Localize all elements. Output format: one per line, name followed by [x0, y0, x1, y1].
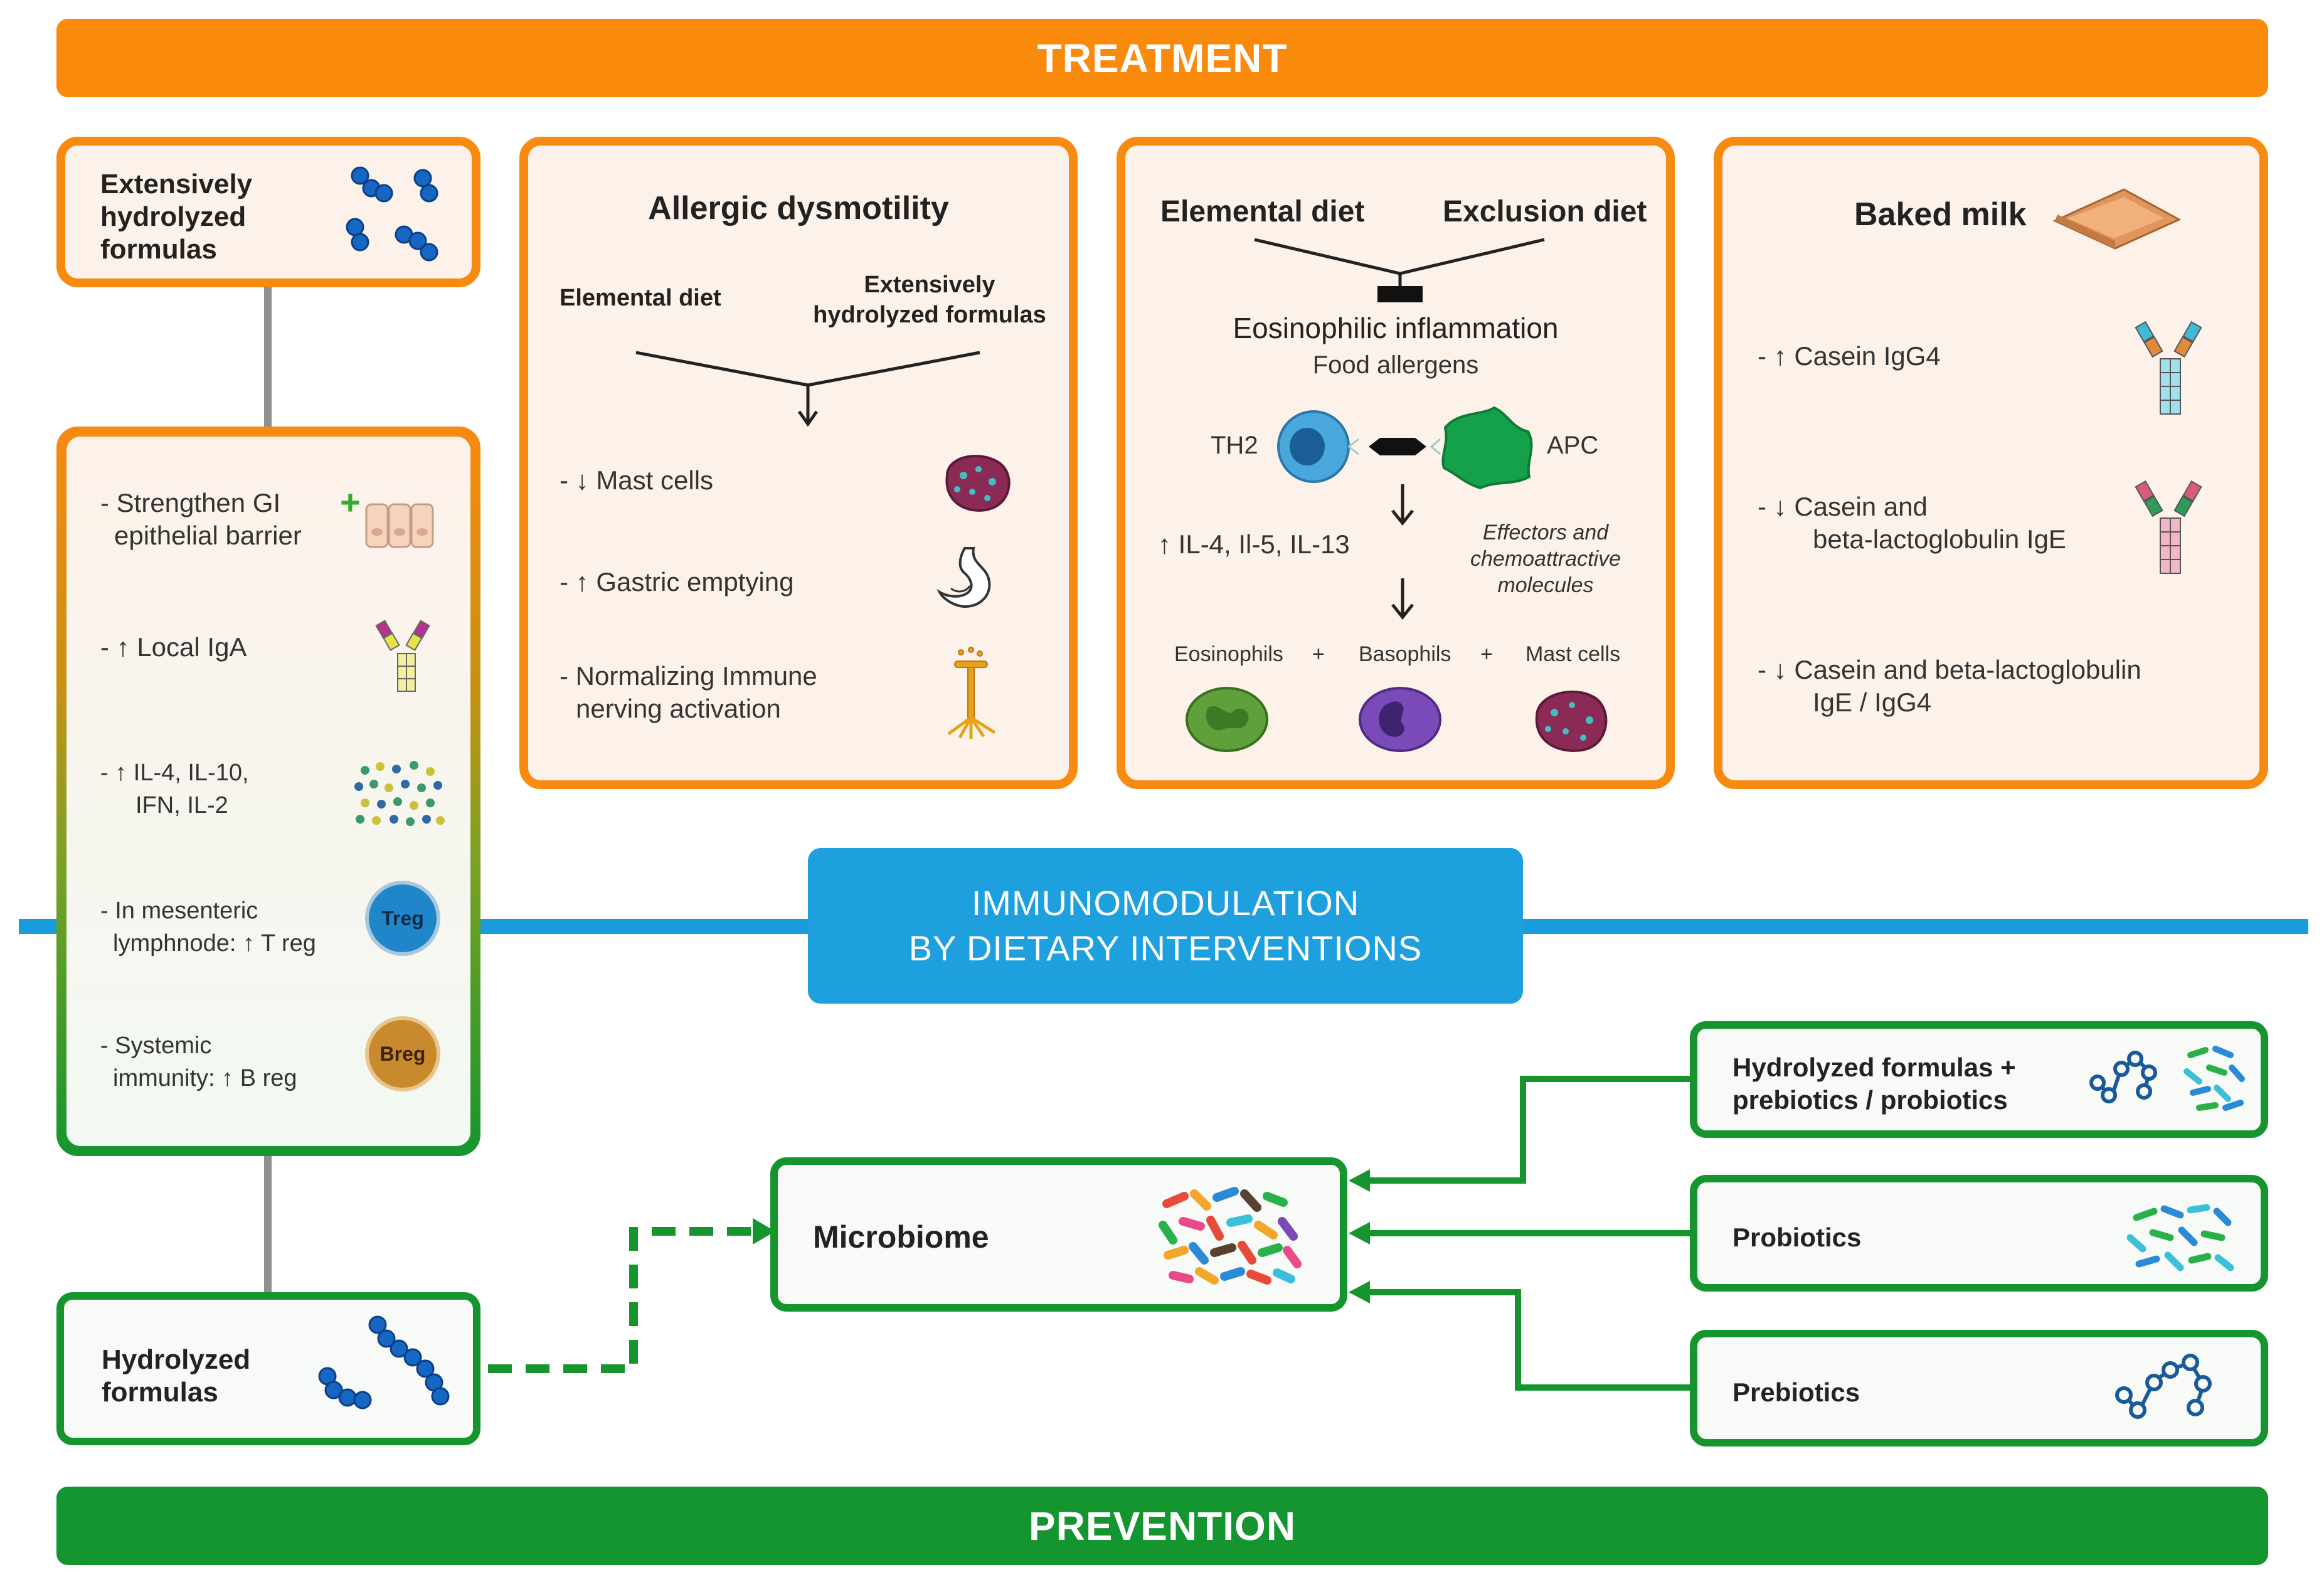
hydrolyzed-line1: Hydrolyzed: [102, 1344, 251, 1375]
epithelial-barrier-icon: +: [340, 482, 434, 548]
eosinophil-icon: [1186, 687, 1268, 752]
allergic-input-ehf-line1: Extensively: [864, 272, 995, 298]
baked-item-casein-igg4: - ↑ Casein IgG4: [1758, 341, 1941, 371]
immunomodulation-title-line1: IMMUNOMODULATION: [971, 883, 1360, 923]
ige-antibody-icon: [2135, 480, 2202, 574]
left-item-2: - ↑ Local IgA: [100, 632, 247, 662]
hydrolyzed-formulas-box: Hydrolyzed formulas: [56, 1292, 480, 1445]
prebiotics-box: Prebiotics: [1690, 1330, 2268, 1446]
probiotic-bacteria-icon: [2183, 1046, 2245, 1111]
th2-apc-interaction-icon: [1277, 406, 1533, 490]
baked-item-ige-line2: beta-lactoglobulin IgE: [1813, 524, 2066, 554]
treg-label: Treg: [381, 906, 424, 930]
allergic-input-ehf-line2: hydrolyzed formulas: [813, 302, 1046, 328]
left-connector-bottom: [264, 1151, 272, 1298]
allergic-dysmotility-title: Allergic dysmotility: [648, 190, 949, 226]
eos-input-elemental-diet: Elemental diet: [1160, 195, 1365, 228]
probiotics-box: Probiotics: [1690, 1175, 2268, 1292]
bacteria-cluster-icon: [1159, 1187, 1302, 1285]
allergic-item-immune-nerving-line2: nerving activation: [576, 694, 781, 723]
left-item-3-line1: - ↑ IL-4, IL-10,: [100, 760, 249, 786]
left-item-1-line1: - Strengthen GI: [100, 488, 281, 518]
microbiome-title: Microbiome: [813, 1219, 989, 1255]
apc-label: APC: [1547, 432, 1599, 459]
baked-milk-icon: [2052, 188, 2182, 250]
probiotics-label: Probiotics: [1732, 1223, 1862, 1252]
eosinophilic-inflammation-box: Elemental diet Exclusion diet Eosinophil…: [1117, 137, 1675, 789]
ehf-line3: formulas: [100, 234, 217, 265]
left-item-4-line2: lymphnode: ↑ T reg: [113, 930, 316, 957]
th2-label: TH2: [1211, 432, 1258, 459]
left-immune-panel: - Strengthen GI epithelial barrier + - ↑…: [56, 427, 480, 1156]
treatment-banner: TREATMENT: [56, 19, 2268, 97]
peptide-chain-icon: [318, 1315, 450, 1409]
prevention-banner: PREVENTION: [56, 1487, 2268, 1565]
mast-cell-icon-2: [1535, 690, 1608, 752]
igg4-antibody-icon: [2135, 321, 2202, 415]
plus-2: +: [1480, 642, 1493, 666]
hfpp-line1: Hydrolyzed formulas +: [1732, 1053, 2016, 1082]
left-item-4-line1: - In mesenteric: [100, 898, 258, 924]
allergic-merge-arrow: [635, 351, 980, 427]
eos-down-arrow-2: [1391, 578, 1414, 620]
neuron-icon: [947, 647, 996, 739]
eosinophils-label: Eosinophils: [1174, 642, 1283, 666]
basophil-icon: [1359, 687, 1441, 752]
immunomodulation-title-line2: BY DIETARY INTERVENTIONS: [908, 928, 1423, 968]
basophils-label: Basophils: [1359, 642, 1451, 666]
allergic-input-elemental-diet: Elemental diet: [560, 285, 721, 311]
eos-inhibition-arrow: [1254, 238, 1545, 302]
treg-cell-icon: Treg: [365, 881, 440, 956]
peptide-fragments-icon: [346, 166, 438, 262]
eos-input-exclusion-diet: Exclusion diet: [1443, 195, 1647, 228]
baked-milk-box: Baked milk - ↑ Casein IgG4 - ↓ Casein an…: [1714, 137, 2268, 789]
allergic-item-immune-nerving-line1: - Normalizing Immune: [560, 661, 817, 691]
left-item-5-line1: - Systemic: [100, 1032, 212, 1059]
immunomodulation-box: IMMUNOMODULATION BY DIETARY INTERVENTION…: [808, 848, 1523, 1004]
baked-item-ige-line1: - ↓ Casein and: [1758, 492, 1928, 521]
prebiotics-label: Prebiotics: [1732, 1377, 1860, 1407]
probiotics-bacteria-icon: [2126, 1204, 2234, 1271]
eos-effectors-line1: Effectors and: [1482, 521, 1609, 544]
breg-cell-icon: Breg: [365, 1016, 440, 1091]
ehf-line2: hydrolyzed: [100, 201, 247, 232]
mast-cells-label: Mast cells: [1525, 642, 1621, 666]
microbiome-box: Microbiome: [770, 1157, 1347, 1312]
hfpp-line2: prebiotics / probiotics: [1732, 1085, 2008, 1115]
hydrolyzed-prebiotics-probiotics-box: Hydrolyzed formulas + prebiotics / probi…: [1690, 1021, 2268, 1138]
eos-subtitle: Food allergens: [1312, 351, 1479, 379]
allergic-item-gastric-emptying: - ↑ Gastric emptying: [560, 567, 794, 597]
left-item-3-line2: IFN, IL-2: [135, 792, 228, 819]
allergic-dysmotility-box: Allergic dysmotility Elemental diet Exte…: [519, 137, 1078, 789]
breg-label: Breg: [379, 1042, 426, 1065]
eos-effectors-line2: chemoattractive: [1470, 547, 1621, 571]
allergic-item-mast-cells: - ↓ Mast cells: [560, 465, 714, 495]
stomach-icon: [936, 547, 991, 608]
left-connector-top: [264, 285, 272, 436]
baked-item-ige-igg4-line1: - ↓ Casein and beta-lactoglobulin: [1758, 655, 2141, 684]
iga-antibody-icon: [375, 620, 430, 692]
ehf-line1: Extensively: [100, 169, 253, 199]
eos-down-arrow-1: [1391, 484, 1414, 526]
plus-1: +: [1312, 642, 1325, 666]
hydrolyzed-line2: formulas: [102, 1377, 218, 1408]
left-item-5-line2: immunity: ↑ B reg: [113, 1065, 297, 1091]
cytokines-dots-icon: [354, 761, 445, 826]
mast-cell-icon: [945, 455, 1011, 512]
prebiotics-rings-icon: [2115, 1354, 2212, 1419]
baked-milk-title: Baked milk: [1854, 196, 2027, 233]
prebiotic-rings-icon: [2089, 1051, 2157, 1103]
extensively-hydrolyzed-formulas-box: Extensively hydrolyzed formulas: [56, 137, 480, 287]
left-item-1-line2: epithelial barrier: [114, 521, 302, 550]
eos-cytokines: ↑ IL-4, Il-5, IL-13: [1158, 529, 1350, 559]
svg-text:+: +: [340, 482, 361, 522]
eos-title: Eosinophilic inflammation: [1233, 312, 1559, 344]
eos-effectors-line3: molecules: [1497, 573, 1594, 597]
baked-item-ige-igg4-line2: IgE / IgG4: [1813, 687, 1932, 717]
